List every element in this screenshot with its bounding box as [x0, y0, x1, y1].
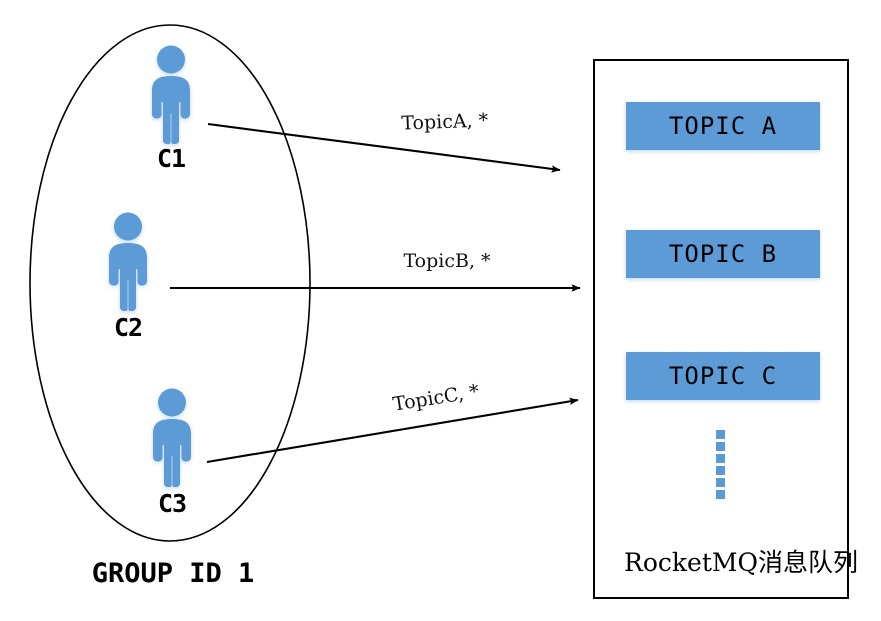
topic-box-b-rect [626, 230, 820, 278]
topic-box-a-label: TOPIC A [669, 112, 777, 140]
edge-label-topic-c: TopicC, * [391, 380, 481, 415]
topic-box-a[interactable]: TOPIC A [626, 102, 820, 150]
consumer-c2[interactable]: C2 [109, 212, 147, 343]
vertical-dots-icon [716, 430, 725, 499]
topic-box-b-label: TOPIC B [669, 240, 777, 268]
edge-c1-topic-a: TopicA, * [207, 109, 561, 173]
edge-label-topic-a: TopicA, * [401, 109, 489, 134]
consumer-c3-label: C3 [158, 489, 186, 518]
consumer-group-ellipse [29, 24, 311, 542]
arrow-icon [207, 122, 561, 173]
consumer-c2-label: C2 [114, 313, 142, 342]
person-icon [153, 388, 191, 487]
broker-caption: RocketMQ消息队列 [624, 548, 858, 577]
person-icon [109, 212, 147, 311]
topic-box-c[interactable]: TOPIC C [626, 352, 820, 400]
person-icon [152, 45, 190, 144]
consumer-c1-label: C1 [157, 144, 185, 173]
edge-c2-topic-b: TopicB, * [170, 250, 581, 292]
consumer-c1[interactable]: C1 [152, 45, 190, 174]
topic-box-a-rect [626, 102, 820, 150]
edge-c3-topic-c: TopicC, * [206, 380, 579, 464]
topic-box-c-label: TOPIC C [669, 362, 777, 390]
arrow-icon [206, 397, 579, 464]
topic-box-b[interactable]: TOPIC B [626, 230, 820, 278]
consumer-c3[interactable]: C3 [153, 388, 191, 519]
group-id-label: GROUP ID 1 [92, 558, 255, 589]
edge-label-topic-b: TopicB, * [403, 250, 491, 272]
topic-box-c-rect [626, 352, 820, 400]
